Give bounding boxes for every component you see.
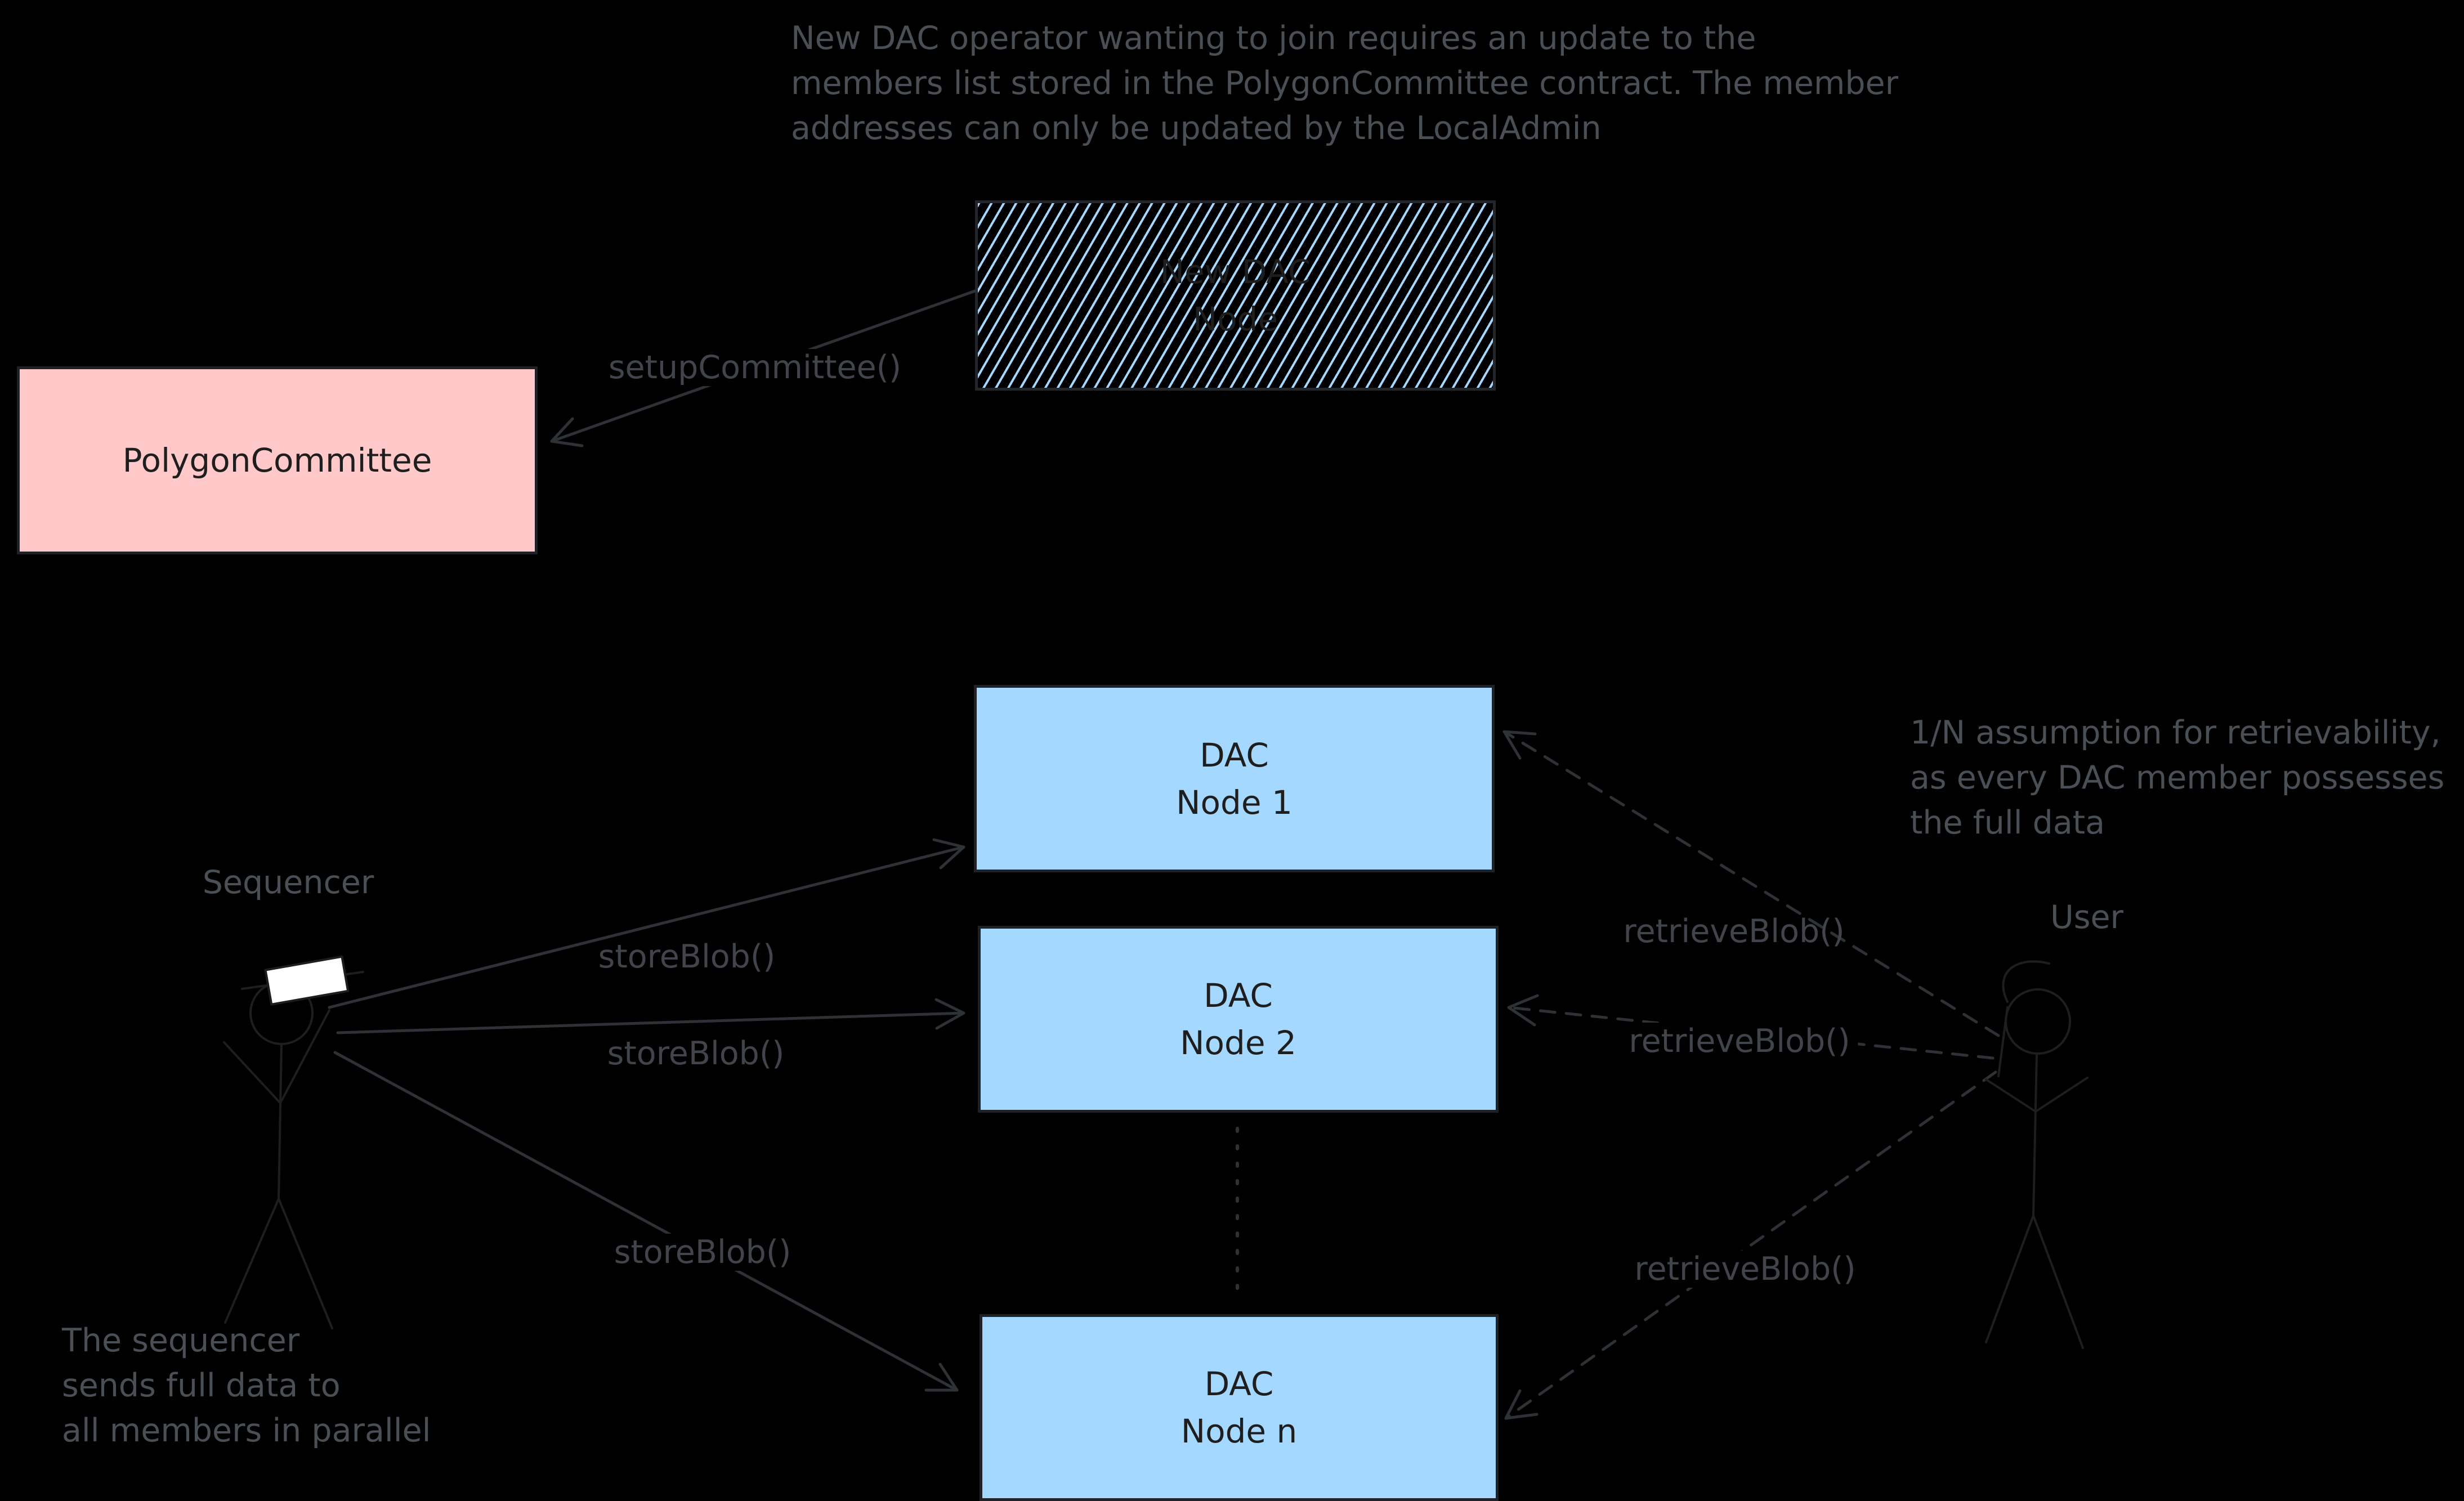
box-label-line: DAC (1204, 1365, 1274, 1403)
user-label: User (2050, 899, 2123, 936)
note-line: all members in parallel (62, 1412, 431, 1449)
new-operator-note: New DAC operator wanting to join require… (791, 16, 1898, 151)
retrieve-blob-label-2: retrieveBlob() (1621, 1023, 1858, 1060)
dac-node-n-box: DAC Node n (980, 1314, 1499, 1501)
store-blob-label-1: storeBlob() (598, 938, 776, 975)
box-label-line: Node 1 (1176, 783, 1293, 822)
box-label-line: Node (1192, 300, 1278, 338)
note-line: 1/N assumption for retrievability, (1910, 714, 2441, 751)
sequencer-figure-icon (223, 955, 364, 1329)
store-blob-arrow-node2 (336, 998, 965, 1034)
setup-committee-label: setupCommittee() (600, 349, 910, 386)
new-dac-node-box: New DAC Node (975, 200, 1496, 391)
box-label-line: PolygonCommittee (122, 441, 432, 480)
store-blob-label-3: storeBlob() (606, 1234, 799, 1271)
box-label-line: Node n (1180, 1412, 1298, 1450)
note-line: The sequencer (62, 1322, 300, 1359)
retrieve-blob-label-3: retrieveBlob() (1626, 1251, 1864, 1288)
user-figure-icon (1985, 960, 2089, 1349)
note-line: members list stored in the PolygonCommit… (791, 65, 1899, 102)
box-label-line: DAC (1200, 736, 1269, 774)
retrieve-blob-label-1: retrieveBlob() (1623, 913, 1845, 950)
note-line: addresses can only be updated by the Loc… (791, 110, 1602, 147)
retrievability-note: 1/N assumption for retrievability, as ev… (1910, 710, 2444, 845)
store-blob-arrow-node1 (328, 838, 965, 1009)
note-line: the full data (1910, 804, 2105, 841)
polygon-committee-box: PolygonCommittee (17, 366, 538, 554)
retrieve-blob-arrow-noden (1504, 1070, 1997, 1420)
note-line: as every DAC member possesses (1910, 759, 2445, 796)
box-label-line: New DAC (1160, 253, 1311, 291)
sequencer-note: The sequencer sends full data to all mem… (62, 1318, 431, 1453)
store-blob-label-2: storeBlob() (607, 1035, 785, 1072)
dac-node-1-box: DAC Node 1 (974, 685, 1495, 872)
dac-node-2-box: DAC Node 2 (978, 926, 1499, 1113)
note-line: sends full data to (62, 1367, 341, 1404)
box-label-line: DAC (1204, 976, 1273, 1015)
sequencer-label: Sequencer (202, 864, 374, 901)
box-label-line: Node 2 (1180, 1024, 1296, 1062)
note-line: New DAC operator wanting to join require… (791, 20, 1756, 57)
